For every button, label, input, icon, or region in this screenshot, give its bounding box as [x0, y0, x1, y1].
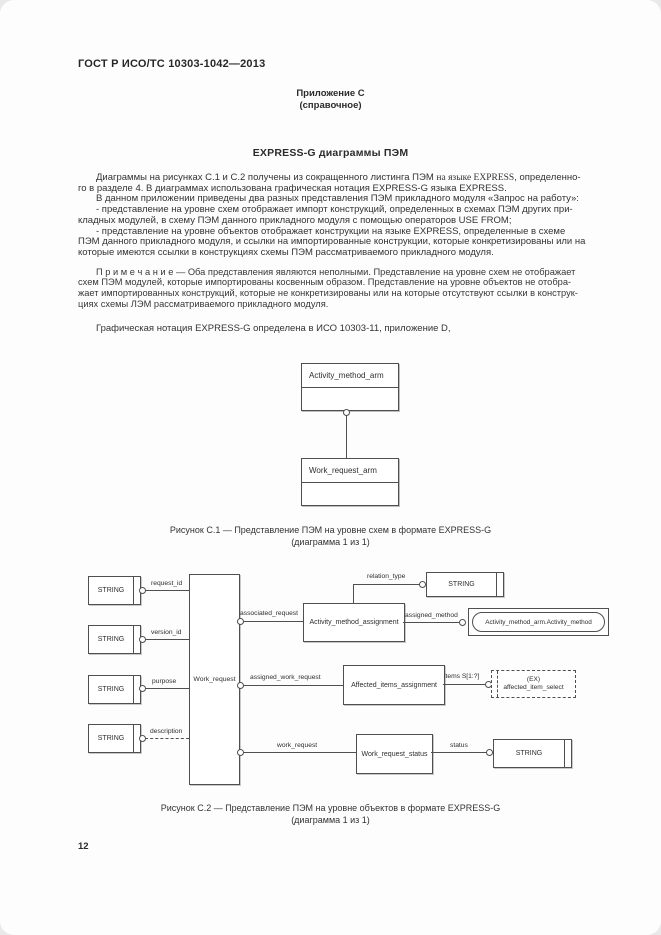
c2-string-box-2-doubleline [133, 626, 134, 653]
c2-string-box-1: STRING [88, 576, 141, 605]
c2-description-line [145, 738, 189, 739]
c2-request-id-label: request_id [151, 580, 183, 587]
p1-post: , определенно- [514, 172, 581, 183]
c2-string-box-top-right-label: STRING [448, 581, 475, 588]
bullet-1-line-2: кладных модулей, в схему ПЭМ данного при… [78, 214, 512, 226]
page-number: 12 [78, 841, 89, 852]
c2-version-id-line [145, 639, 189, 640]
c2-assigned-work-request-line [243, 685, 343, 686]
c1-entity-activity-method-arm: Activity_method_arm [301, 363, 399, 411]
c2-select-type-doubleline [497, 671, 498, 697]
figure-c1-caption-2: (диаграмма 1 из 1) [291, 537, 370, 547]
document-header: ГОСТ Р ИСО/ТС 10303-1042—2013 [78, 58, 266, 70]
c2-string-box-3-doubleline [133, 676, 134, 703]
c2-string-box-2-label: STRING [97, 636, 125, 643]
c2-string-box-top-right: STRING [426, 572, 504, 597]
c2-string-box-bottom-right-doubleline [564, 740, 565, 767]
bullet-2-line-3: которые имеются ссылки в конструкциях сх… [78, 246, 494, 258]
c2-entity-activity-method-assignment: Activity_method_assignment [303, 603, 405, 642]
c2-assigned-method-circle [459, 619, 466, 626]
c2-entity-work-request-status: Work_request_status [356, 734, 433, 774]
figure-c2-caption: Рисунок С.2 — Представление ПЭМ на уровн… [160, 803, 501, 813]
c2-string-box-1-label: STRING [97, 587, 125, 594]
c2-string-box-2: STRING [88, 625, 141, 654]
c2-interschema-reference-label: Activity_method_arm.Activity_method [472, 612, 605, 632]
c2-description-label: description [150, 728, 183, 735]
figure-c2-caption-2: (диаграмма 1 из 1) [291, 815, 370, 825]
c2-string-box-bottom-right: STRING [493, 739, 572, 768]
note-line-3: жает импортированных конструкций, которы… [78, 288, 578, 299]
c2-assigned-work-request-label: assigned_work_request [250, 674, 321, 681]
p1-serif-fragment: на языке EXPRESS [436, 173, 515, 183]
c2-relation-type-vline [353, 584, 354, 603]
c2-string-box-bottom-right-label: STRING [515, 750, 543, 757]
c1-entity-work-request-arm-label: Work_request_arm [302, 459, 398, 483]
note-line-1: П р и м е ч а н и е — Оба представления … [96, 266, 576, 277]
section-heading: EXPRESS-G диаграммы ПЭМ [252, 147, 409, 159]
paragraph-1-line-1: Диаграммы на рисунках С.1 и С.2 получены… [78, 172, 584, 184]
note-line-2: схем ПЭМ модулей, которые импортированы … [78, 277, 572, 288]
c2-relation-type-label: relation_type [367, 573, 406, 580]
c2-status-circle [486, 749, 493, 756]
bullet-2-line-1: - представление на уровне объектов отобр… [96, 225, 566, 237]
c2-purpose-label: purpose [152, 678, 177, 685]
c2-status-line [431, 752, 487, 753]
c2-status-label: status [450, 742, 468, 749]
bullet-1-line-1: - представление на уровне схем отображае… [96, 204, 573, 216]
paragraph-3: Графическая нотация EXPRESS-G определена… [96, 323, 451, 335]
c2-entity-affected-items-assignment-label: Affected_items_assignment [351, 681, 437, 689]
c2-relation-type-circle [419, 581, 426, 588]
c2-items-line [443, 684, 486, 685]
c2-assigned-method-label: assigned_method [405, 612, 458, 619]
c2-string-box-4: STRING [88, 724, 141, 753]
appendix-title: Приложение С [296, 88, 365, 99]
c2-entity-affected-items-assignment: Affected_items_assignment [343, 665, 445, 705]
c2-entity-work-request-label: Work_request [193, 676, 236, 683]
paragraph-1-line-2: го в разделе 4. В диаграммах использован… [78, 182, 507, 194]
c2-entity-work-request-status-label: Work_request_status [361, 750, 428, 758]
note-line-4: циях схемы ЛЭМ рассматриваемого прикладн… [78, 298, 329, 309]
c1-entity-activity-method-arm-label: Activity_method_arm [302, 364, 398, 388]
c2-entity-work-request: Work_request [189, 574, 240, 785]
c2-associated-request-line [243, 621, 303, 622]
c2-purpose-line [145, 688, 189, 689]
c2-relation-type-line [353, 584, 420, 585]
c1-relation-line [346, 416, 347, 458]
p1-pre: Диаграммы на рисунках С.1 и С.2 получены… [96, 172, 437, 183]
c2-entity-activity-method-assignment-label: Activity_method_assignment [309, 619, 399, 626]
c2-string-box-4-label: STRING [97, 735, 125, 742]
paragraph-2: В данном приложении приведены два разных… [96, 193, 579, 205]
c2-select-type-affected-item-select: (EX) affected_item_select [491, 670, 576, 698]
c2-interschema-reference: Activity_method_arm.Activity_method [468, 608, 609, 636]
note-block: П р и м е ч а н и е — Оба представления … [78, 267, 584, 310]
c2-items-label: items S[1:?] [444, 673, 480, 680]
bullet-2-line-2: ПЭМ данного прикладного модуля, и ссылки… [78, 236, 586, 248]
c2-work-request-attr-label: work_request [277, 742, 318, 749]
body-text: Диаграммы на рисунках С.1 и С.2 получены… [78, 172, 586, 335]
c2-work-request-attr-line [243, 752, 356, 753]
c2-select-type-name: affected_item_select [503, 684, 564, 691]
figure-c1-caption: Рисунок С.1 — Представление ПЭМ на уровн… [169, 525, 492, 535]
c2-select-type-ex-label: (EX) [526, 675, 541, 683]
c2-assigned-method-line [403, 622, 459, 623]
c2-version-id-label: version_id [151, 629, 182, 636]
appendix-subtitle: (справочное) [299, 100, 362, 111]
c2-string-box-3: STRING [88, 675, 141, 704]
c2-request-id-line [145, 590, 189, 591]
c1-entity-work-request-arm: Work_request_arm [301, 458, 399, 506]
c2-string-box-1-doubleline [133, 577, 134, 604]
c2-associated-request-label: associated_request [240, 610, 298, 617]
c2-string-box-3-label: STRING [97, 686, 125, 693]
c2-string-box-top-right-doubleline [496, 573, 497, 596]
c2-string-box-4-doubleline [133, 725, 134, 752]
c1-relation-circle [343, 409, 350, 416]
